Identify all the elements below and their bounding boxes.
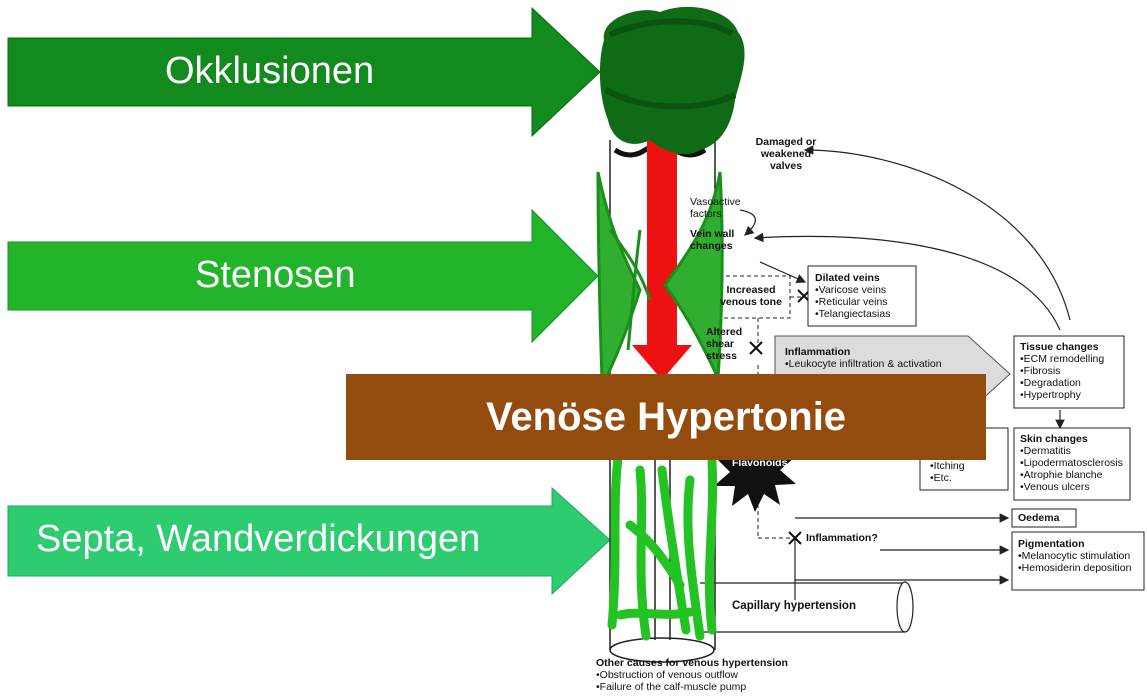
label-stenosen: Stenosen — [195, 254, 356, 297]
tissue-changes-text: Tissue changes •ECM remodelling •Fibrosi… — [1020, 341, 1104, 401]
capillary-label: Capillary hypertension — [732, 600, 856, 612]
inflammation-text: Inflammation •Leukocyte infiltration & a… — [785, 346, 942, 370]
label-septa: Septa, Wandverdickungen — [36, 518, 480, 561]
dilated-veins-text: Dilated veins •Varicose veins •Reticular… — [815, 272, 890, 320]
oedema-label: Oedema — [1018, 512, 1059, 524]
venoese-hypertonie-banner: Venöse Hypertonie — [346, 374, 986, 460]
other-causes-text: Other causes for venous hypertension •Ob… — [596, 657, 788, 693]
septa-marks — [612, 458, 713, 636]
label-okklusionen: Okklusionen — [165, 50, 374, 93]
skin-changes-text: Skin changes •Dermatitis •Lipodermatoscl… — [1020, 433, 1123, 493]
pigmentation-text: Pigmentation •Melanocytic stimulation •H… — [1018, 538, 1131, 574]
inflammation-question-label: Inflammation? — [806, 532, 878, 544]
symptoms-text: •Itching •Etc. — [930, 460, 965, 484]
